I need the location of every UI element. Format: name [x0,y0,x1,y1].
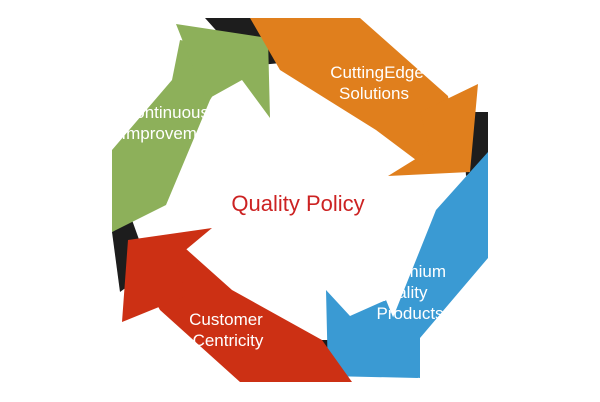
segment-label-premium-line-1: Premium [378,262,446,281]
center-title: Quality Policy [231,191,364,216]
arrowhead-continuous [176,24,270,118]
ribbon-premium [352,152,488,378]
segment-label-cutting-line-2: Solutions [339,84,409,103]
segment-continuous-improvement: Continuous Improvement [112,24,270,232]
segment-label-cutting-line-1: CuttingEdge [330,63,424,82]
arrowhead-premium [326,290,418,378]
segment-cuttingedge-solutions: CuttingEdge Solutions [250,18,478,176]
segment-label-customer-line-2: Centricity [193,331,264,350]
ribbon-customer [150,240,352,382]
segment-label-continuous-line-1: Continuous [123,103,209,122]
segment-label-premium-line-2: Quality [375,283,428,302]
segment-premium-quality-products: Premium Quality Products [326,152,488,378]
arrowhead-customer [122,228,212,322]
segment-label-premium-line-3: Products [376,304,443,323]
segment-customer-centricity: Customer Centricity [122,228,352,382]
arrowhead-cutting [388,84,478,176]
segment-label-continuous-line-2: Improvement [121,124,220,143]
ribbon-cutting [250,18,452,172]
segment-label-customer-line-1: Customer [189,310,263,329]
